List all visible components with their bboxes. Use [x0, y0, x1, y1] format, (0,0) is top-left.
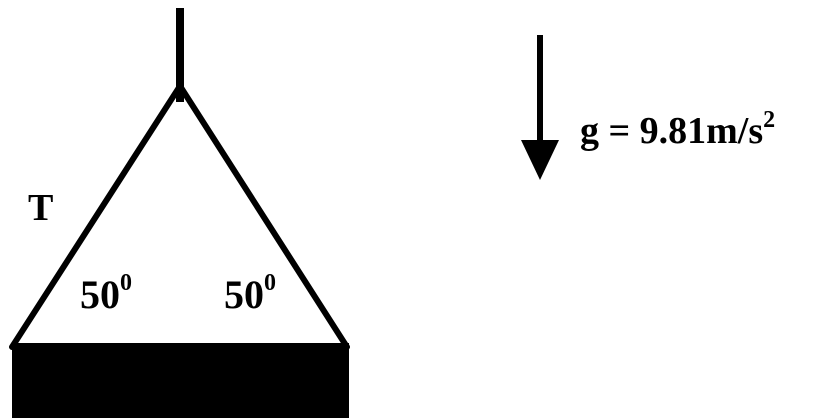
- right-angle-label: 500: [224, 270, 276, 317]
- left-angle-label: 500: [80, 270, 132, 317]
- gravity-arrow-head: [521, 140, 559, 180]
- tension-label: T: [28, 187, 53, 229]
- right-rope: [177, 83, 350, 350]
- left-rope: [9, 83, 183, 350]
- hanging-block: [12, 343, 349, 418]
- gravity-label: g = 9.81m/s2: [580, 107, 775, 152]
